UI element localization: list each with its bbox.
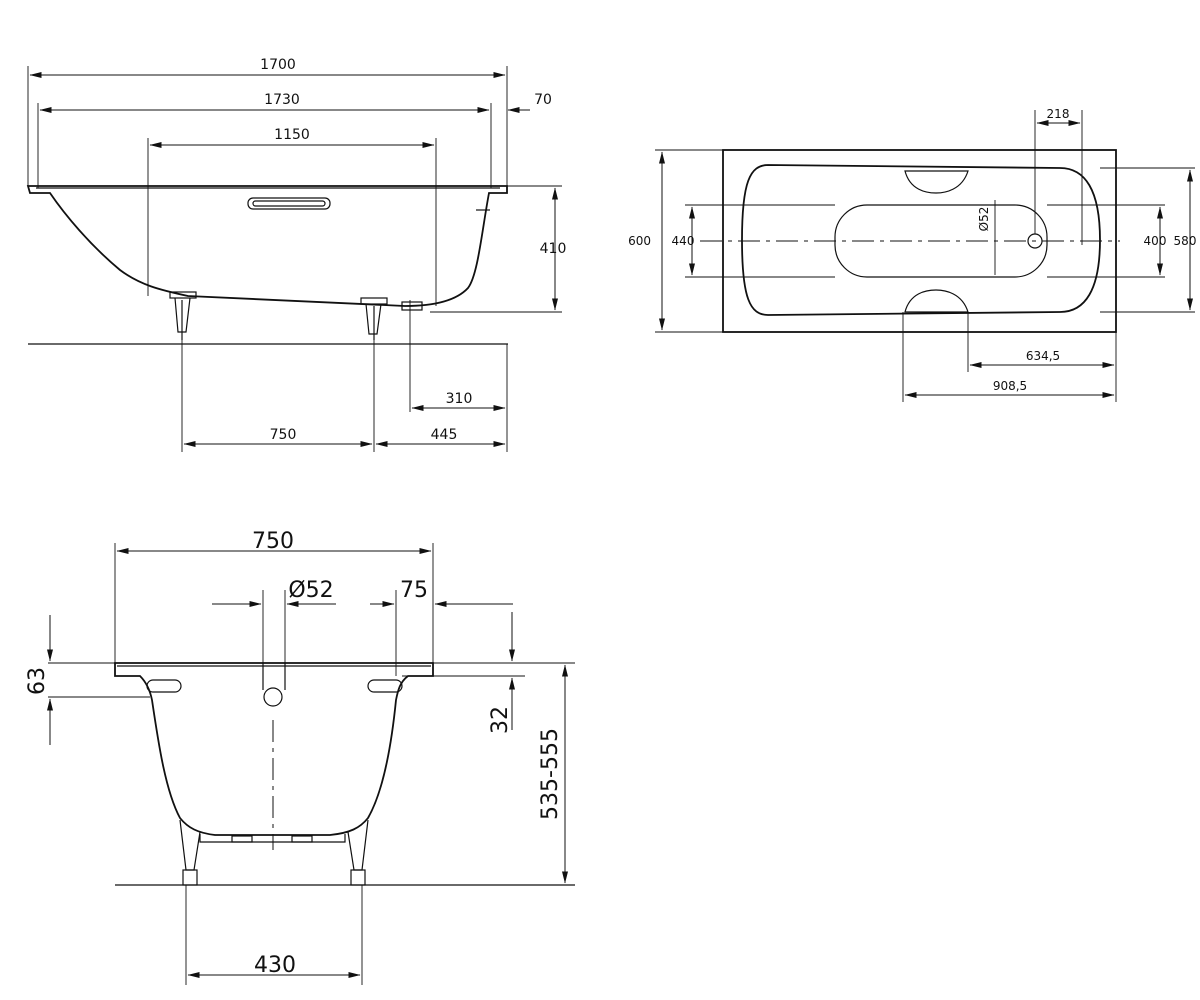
dim-445-label: 445 bbox=[431, 427, 458, 443]
side-leg-right bbox=[360, 297, 388, 340]
end-handle-left bbox=[146, 679, 182, 693]
dim-63-label: 63 bbox=[25, 667, 50, 695]
side-outlet-foot bbox=[401, 301, 423, 311]
dim-634-5-label: 634,5 bbox=[1026, 349, 1060, 363]
end-bottom-fittings bbox=[199, 834, 346, 843]
dim-908-5-label: 908,5 bbox=[993, 379, 1027, 393]
dim-75-label: 75 bbox=[400, 578, 428, 603]
top-view: 218 600 440 Ø52 400 580 634,5 908,5 bbox=[628, 107, 1196, 402]
dim-32-label: 32 bbox=[488, 706, 513, 734]
top-handle-upper bbox=[904, 170, 969, 194]
dim-d52-end-label: Ø52 bbox=[288, 578, 333, 603]
dim-580-label: 580 bbox=[1174, 234, 1197, 248]
dim-600-label: 600 bbox=[628, 234, 651, 248]
dim-1730-label: 1730 bbox=[264, 92, 300, 108]
side-view: 1700 1730 70 1150 410 310 750 445 bbox=[26, 57, 567, 452]
dim-1700-label: 1700 bbox=[260, 57, 296, 73]
dim-400-label: 400 bbox=[1144, 234, 1167, 248]
side-overflow-slot-inner bbox=[252, 200, 326, 207]
dim-750-side-label: 750 bbox=[270, 427, 297, 443]
dim-1150-label: 1150 bbox=[274, 127, 310, 143]
top-handle-lower bbox=[904, 289, 969, 313]
end-view: 750 Ø52 75 63 32 535-555 430 bbox=[25, 529, 575, 985]
dim-440-label: 440 bbox=[672, 234, 695, 248]
top-rim-outline bbox=[722, 149, 1117, 333]
top-basin-outline bbox=[741, 164, 1101, 316]
dim-d52-top-label: Ø52 bbox=[977, 207, 991, 232]
side-overflow-slot bbox=[247, 197, 331, 210]
dim-218-label: 218 bbox=[1047, 107, 1070, 121]
end-tub-outline bbox=[114, 662, 434, 836]
dim-70-label: 70 bbox=[534, 92, 552, 108]
dim-410-label: 410 bbox=[540, 241, 567, 257]
end-leg-left bbox=[179, 819, 201, 886]
end-overflow-outlet bbox=[263, 687, 283, 707]
dim-535-555-label: 535-555 bbox=[538, 728, 563, 820]
end-handle-right bbox=[367, 679, 403, 693]
side-leg-left bbox=[169, 291, 197, 340]
dim-430-label: 430 bbox=[254, 953, 296, 978]
side-tub-outline bbox=[26, 185, 508, 307]
dim-750-end-label: 750 bbox=[252, 529, 294, 554]
dim-310-label: 310 bbox=[446, 391, 473, 407]
end-leg-right bbox=[347, 819, 369, 886]
